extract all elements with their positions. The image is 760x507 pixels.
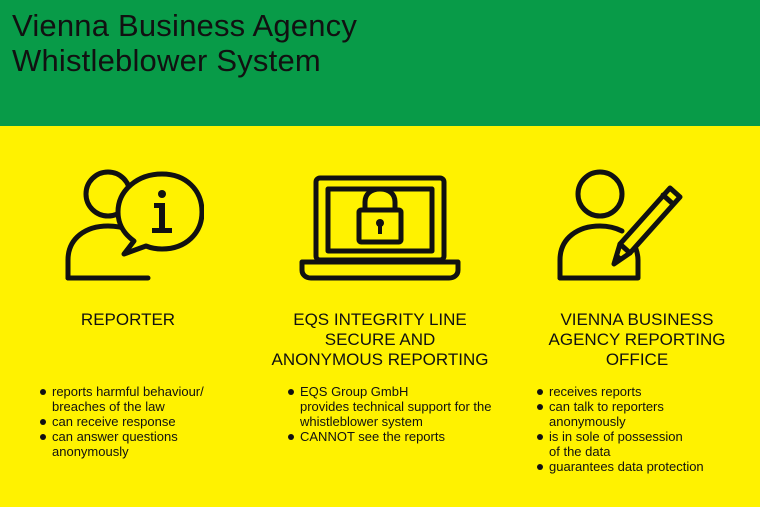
reporter-info-icon [65, 169, 204, 281]
laptop-lock-icon [299, 175, 461, 281]
list-item: receives reports [536, 384, 751, 399]
title-line-1: Vienna Business Agency [12, 8, 358, 43]
eqs-heading: EQS INTEGRITY LINE SECURE AND ANONYMOUS … [271, 310, 489, 369]
list-item: CANNOT see the reports [287, 429, 527, 444]
page-title: Vienna Business Agency Whistleblower Sys… [12, 8, 357, 78]
list-item: can receive response [39, 414, 239, 429]
reporter-heading: REPORTER [80, 310, 176, 329]
title-line-2: Whistleblower System [12, 43, 321, 78]
header-banner: Vienna Business Agency Whistleblower Sys… [0, 0, 760, 126]
list-item: guarantees data protection [536, 459, 751, 474]
person-pencil-icon [557, 169, 683, 281]
office-heading: VIENNA BUSINESS AGENCY REPORTING OFFICE [548, 310, 726, 369]
list-item: reports harmful behaviour/breaches of th… [39, 384, 239, 414]
reporter-bullets: reports harmful behaviour/breaches of th… [39, 384, 239, 459]
